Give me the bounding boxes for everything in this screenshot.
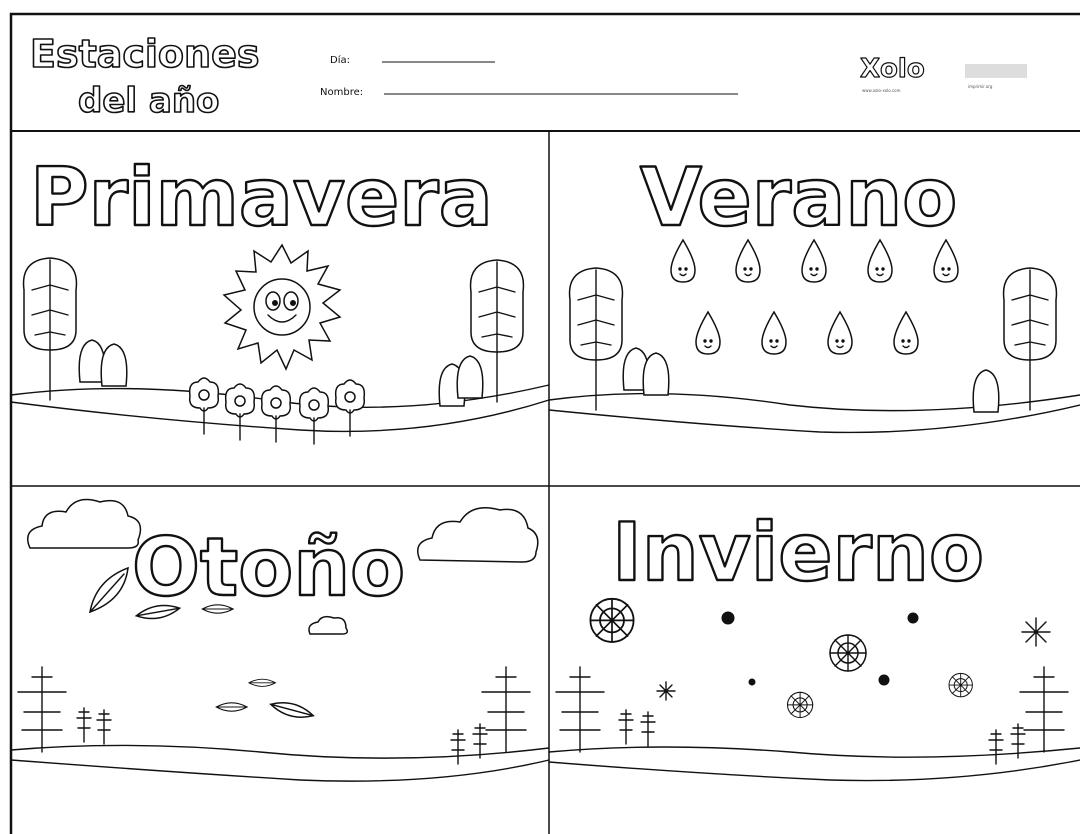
name-label: Nombre: xyxy=(320,87,363,98)
snowflake-icon-10 xyxy=(948,672,973,698)
bush-icon-4 xyxy=(456,355,484,399)
title-summer: Verano xyxy=(640,151,957,244)
panel-autumn: Otoño xyxy=(10,498,550,782)
title-line-1: Estaciones xyxy=(30,32,259,76)
sun-icon xyxy=(222,243,342,371)
hill-back-winter xyxy=(548,746,1080,758)
xolo-logo: Xolo xyxy=(860,54,925,84)
snowflake-icon-8 xyxy=(786,691,814,719)
title-line-2: del año xyxy=(78,81,219,121)
raindrop-icon-8 xyxy=(827,311,853,355)
raindrop-icon-5 xyxy=(933,239,959,283)
raindrop-icon-1 xyxy=(670,239,696,283)
raindrop-icon-9 xyxy=(893,311,919,355)
raindrop-icon-6 xyxy=(695,311,721,355)
hill-back-autumn xyxy=(10,744,550,759)
tree-left-icon xyxy=(22,257,78,401)
xolo-url: www.xolo-xolo.com xyxy=(862,88,901,93)
flower-icon-4 xyxy=(298,387,330,445)
twig-icon-4 xyxy=(472,723,488,759)
tree-left-icon-summer xyxy=(568,267,624,411)
snowflake-icon-7 xyxy=(748,678,756,686)
cloud-icon-right xyxy=(417,507,539,563)
bush-icon-summer-2 xyxy=(642,352,670,396)
imprimir-logo-icon xyxy=(965,64,1027,78)
snowflake-icon-9 xyxy=(878,674,890,686)
twig-icon-1 xyxy=(76,707,92,743)
snowflake-icon-3 xyxy=(829,634,867,672)
bare-tree-icon-2 xyxy=(481,666,531,753)
flower-icon-2 xyxy=(224,383,256,441)
snowflake-icon-5 xyxy=(1021,617,1051,647)
bare-tree-icon-1 xyxy=(17,666,67,753)
header: Estaciones del año Día: Nombre: Xolo www… xyxy=(29,31,1027,122)
page-border xyxy=(9,12,1080,834)
raindrop-icon-7 xyxy=(761,311,787,355)
date-label: Día: xyxy=(330,54,350,66)
snowflake-icon-4 xyxy=(907,612,919,624)
snowflake-icon-6 xyxy=(656,681,676,701)
twig-icon-5 xyxy=(618,709,634,745)
hill-front-spring xyxy=(10,399,550,433)
hill-front-summer xyxy=(548,404,1080,434)
title-winter: Invierno xyxy=(612,506,984,599)
falling-leaf-icon-4 xyxy=(248,678,276,687)
hill-front-autumn xyxy=(10,759,550,782)
panel-winter: Invierno xyxy=(548,505,1080,782)
bare-tree-icon-4 xyxy=(1019,666,1069,753)
falling-leaf-icon-5 xyxy=(215,702,248,712)
cloud-icon-small xyxy=(308,615,349,635)
panel-summer: Verano xyxy=(548,150,1080,434)
tree-right-icon-summer xyxy=(1002,267,1058,411)
raindrop-icon-2 xyxy=(735,239,761,283)
twig-icon-7 xyxy=(988,729,1004,765)
title-autumn: Otoño xyxy=(132,521,405,614)
flower-icon-5 xyxy=(334,379,366,437)
flower-icon-3 xyxy=(260,385,292,443)
title-spring: Primavera xyxy=(30,151,493,244)
panel-spring: Primavera xyxy=(10,150,550,445)
imprimir-logo: imprimir.org xyxy=(968,84,993,89)
bush-icon-2 xyxy=(100,343,128,387)
bush-icon-summer-3 xyxy=(972,369,1000,413)
snowflake-icon-2 xyxy=(721,611,735,625)
bare-tree-icon-3 xyxy=(555,666,605,753)
snowflake-icon-1 xyxy=(589,597,635,643)
raindrop-icon-3 xyxy=(801,239,827,283)
falling-leaf-icon-6 xyxy=(268,697,316,723)
twig-icon-6 xyxy=(640,711,656,747)
hill-front-winter xyxy=(548,759,1080,782)
twig-icon-3 xyxy=(450,729,466,765)
twig-icon-2 xyxy=(96,709,112,745)
flower-icon-1 xyxy=(188,377,220,435)
cloud-icon-left xyxy=(27,498,142,549)
hill-back-summer xyxy=(548,392,1080,412)
raindrop-icon-4 xyxy=(867,239,893,283)
